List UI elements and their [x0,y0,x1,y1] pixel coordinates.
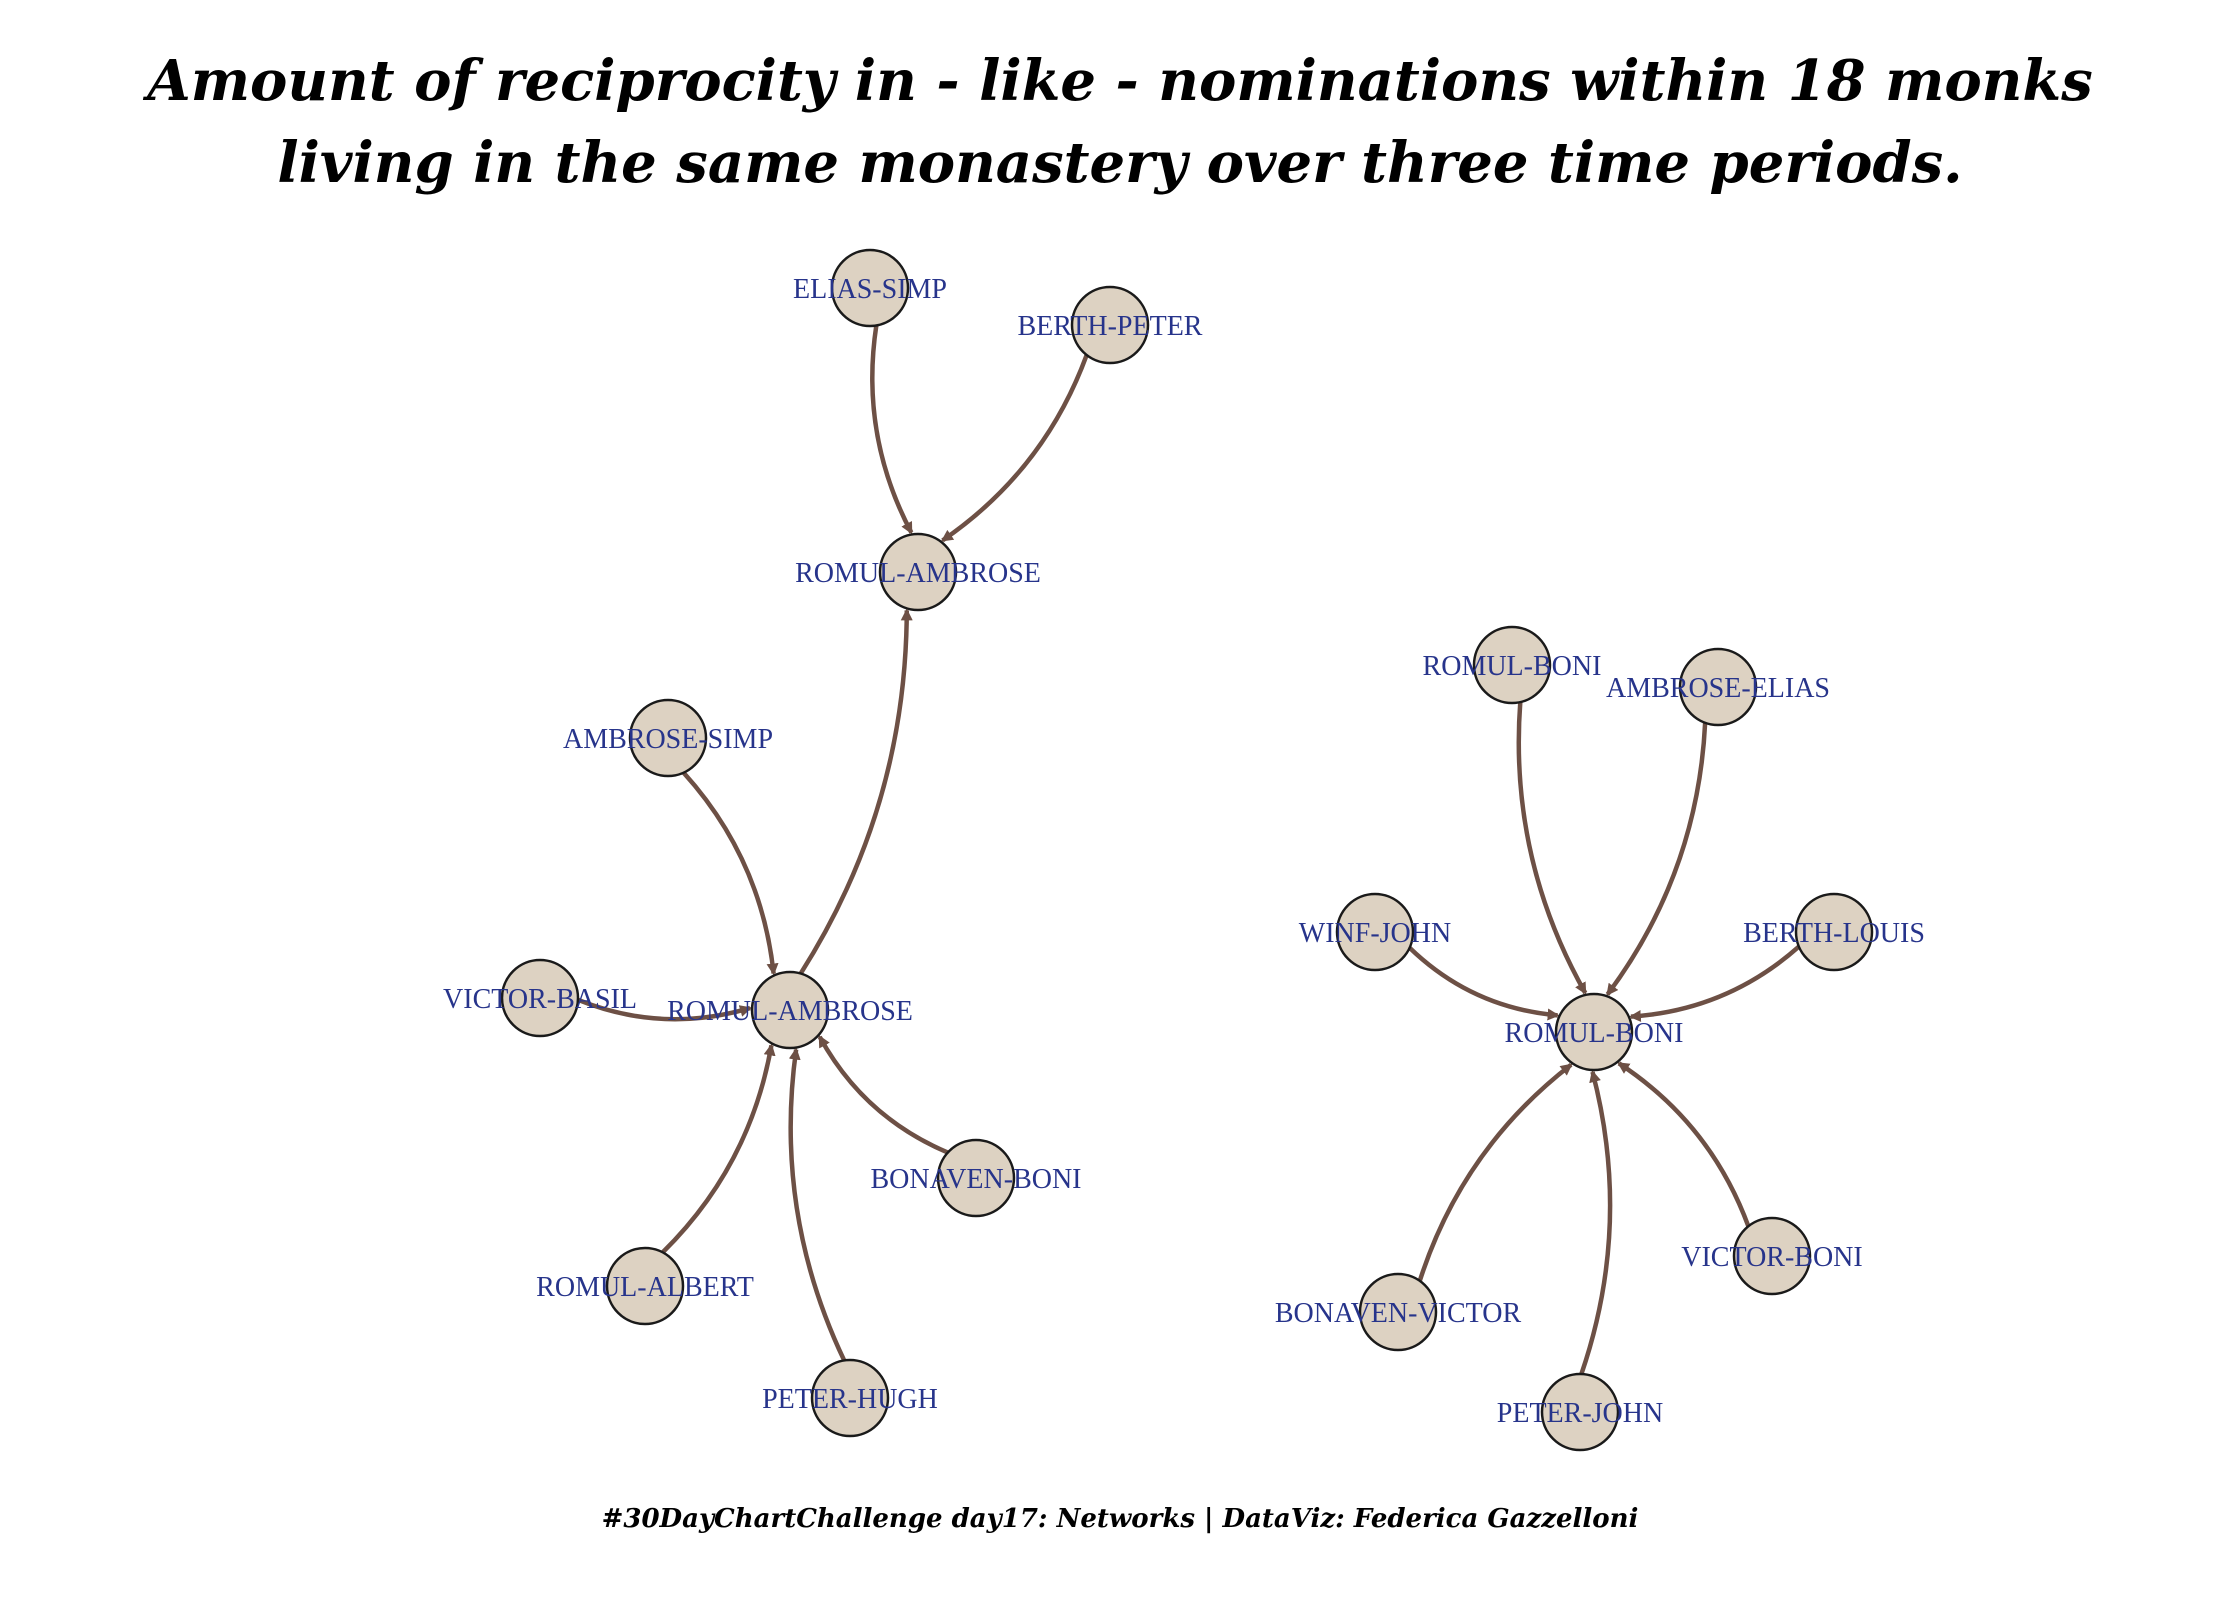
node-label-bonaven-victor: BONAVEN-VICTOR [1275,1298,1522,1329]
node-label-victor-basil: VICTOR-BASIL [443,984,637,1015]
node-label-romul-ambrose: ROMUL-AMBROSE [667,996,913,1027]
node-ambrose-elias [1678,647,1758,727]
node-layer [500,248,1874,1452]
node-label-victor-boni: VICTOR-BONI [1681,1242,1862,1273]
node-elias-simp [830,248,910,328]
caption: #30DayChartChallenge day17: Networks | D… [601,1504,1639,1534]
node-victor-boni [1732,1216,1812,1296]
edge-n17-to-n14 [1579,1070,1613,1375]
edge-n7-to-n5 [817,1035,949,1155]
edge-n8-to-n5 [661,1043,776,1254]
node-winf-john [1335,892,1415,972]
edge-n10-to-n14 [1516,701,1588,995]
edge-n9-to-n5 [788,1047,847,1362]
node-label-romul-boni: ROMUL-BONI [1423,651,1602,682]
node-label-berth-peter: BERTH-PETER [1018,311,1203,342]
edge-n4-to-n5 [681,771,779,976]
label-layer: ELIAS-SIMP BERTH-PETER ROMUL-AMBROSE AMBROS… [443,274,1925,1429]
node-label-elias-simp: ELIAS-SIMP [793,274,947,305]
edge-n15-to-n14 [1617,1061,1751,1228]
node-label-bonaven-boni: BONAVEN-BONI [870,1164,1081,1195]
node-label-peter-hugh: PETER-HUGH [762,1384,938,1415]
edge-layer [577,325,1801,1375]
edge-n1-to-n3 [870,325,914,535]
node-bonaven-victor [1358,1272,1438,1352]
node-label-romul-albert: ROMUL-ALBERT [536,1272,754,1303]
node-peter-john [1540,1372,1620,1452]
edge-n12-to-n14 [1408,946,1560,1021]
node-romul-ambrose [878,532,958,612]
node-victor-basil [500,958,580,1038]
edge-n2-to-n3 [940,354,1089,543]
node-ambrose-simp [628,698,708,778]
node-label-winf-john: WINF-JOHN [1299,918,1451,949]
chart-title: Amount of reciprocity in - like - nomina… [0,40,2240,204]
edge-n13-to-n14 [1628,944,1801,1022]
node-label-peter-john: PETER-JOHN [1497,1398,1663,1429]
node-label-ambrose-simp: AMBROSE-SIMP [563,724,773,755]
node-bonaven-boni [936,1138,1016,1218]
edge-n11-to-n14 [1605,722,1708,996]
node-label-romul-boni: ROMUL-BONI [1505,1018,1684,1049]
node-label-berth-louis: BERTH-LOUIS [1743,918,1925,949]
node-romul-boni [1472,625,1552,705]
edge-n6-to-n5 [577,997,752,1022]
node-romul-albert [605,1246,685,1326]
node-romul-boni [1554,992,1634,1072]
node-label-ambrose-elias: AMBROSE-ELIAS [1606,673,1830,704]
title-line-2: living in the same monastery over three … [277,130,1963,196]
node-romul-ambrose [750,970,830,1050]
edge-n16-to-n14 [1417,1062,1573,1282]
node-berth-peter [1070,285,1150,365]
title-line-1: Amount of reciprocity in - like - nomina… [147,48,2093,114]
node-label-romul-ambrose: ROMUL-AMBROSE [795,558,1041,589]
edge-n5-to-n3 [798,608,913,975]
node-peter-hugh [810,1358,890,1438]
node-berth-louis [1794,892,1874,972]
